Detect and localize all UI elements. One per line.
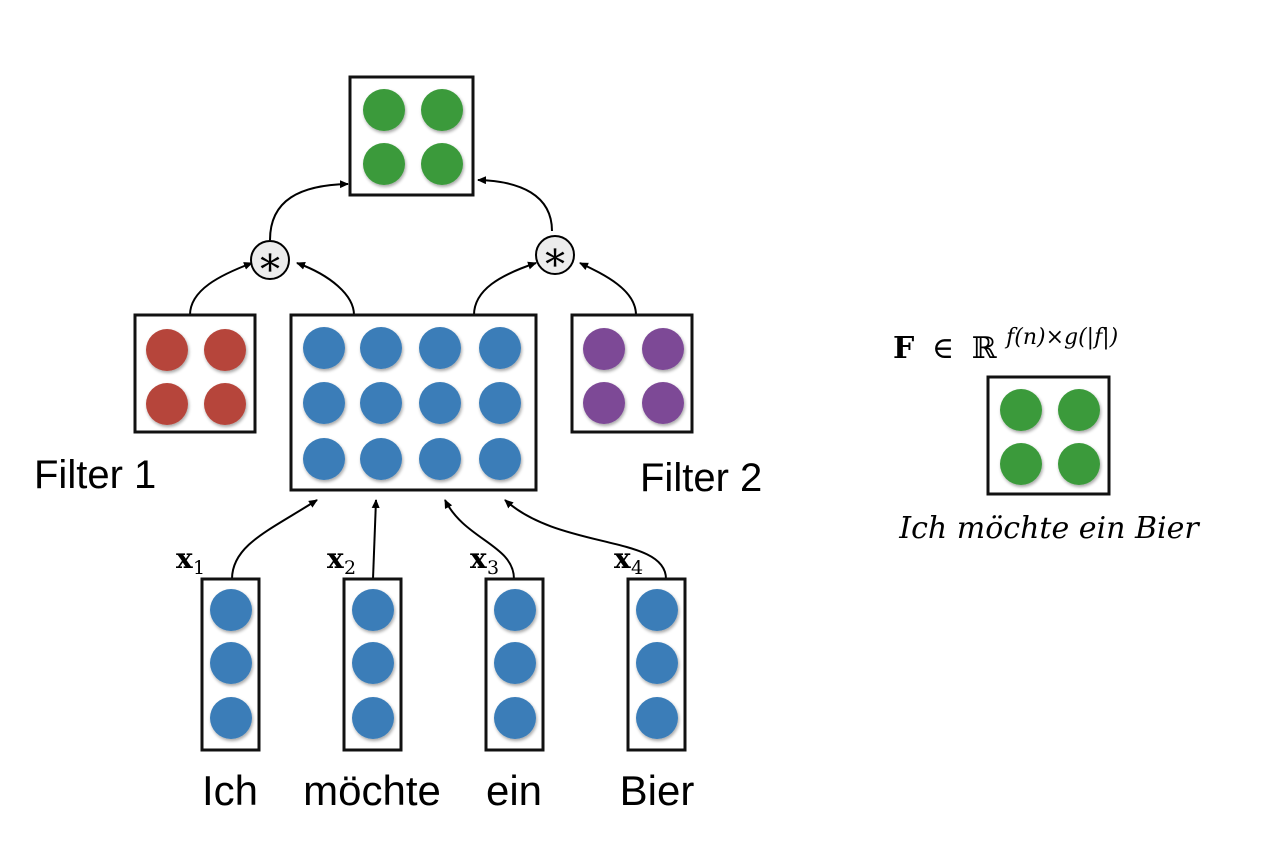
arrow-filter2-to-op2 [579,262,637,316]
input-2-dot-2 [352,642,394,684]
input-4-dot-1 [636,589,678,631]
word-2: möchte [303,767,441,814]
output-dot-2 [421,89,463,131]
arrow-op1-to-output [269,180,349,241]
input-1-dot-1 [210,589,252,631]
sentence-dot-7 [419,382,461,424]
legend-formula: F ∈ ℝ f(n)×g(|f|) [893,325,1118,366]
input-words: Ich möchte ein Bier [202,767,694,814]
input-vector-1: x 1 [176,542,261,752]
output-dot-4 [421,143,463,185]
convolution-op-2-circle [535,235,575,275]
input-1-dot-3 [210,697,252,739]
input-3-dot-3 [494,697,536,739]
filter-2-label: Filter 2 [640,456,762,500]
sentence-dot-9 [303,438,345,480]
convolution-op-2-symbol: ∗ [541,234,568,280]
input-2-dot-3 [352,697,394,739]
filter-2-dot-1 [583,328,625,370]
formula-exponent: f(n)×g(|f|) [1004,325,1118,350]
input-3-dot-2 [494,642,536,684]
arrow-x2-to-hidden [371,499,380,580]
sentence-dot-6 [360,382,402,424]
input-vectors: x 1 x 2 x 3 x 4 [176,542,687,752]
sentence-dot-2 [360,327,402,369]
input-vector-4: x 4 [614,542,687,752]
sentence-dot-10 [360,438,402,480]
convolution-op-2: ∗ [535,234,575,280]
legend-caption: Ich möchte ein Bier [898,511,1200,546]
arrow-x4-to-hidden [504,499,667,580]
sentence-dot-1 [303,327,345,369]
arrow-x1-to-hidden [231,499,318,580]
legend-dot-4 [1058,443,1100,485]
convolution-op-1-symbol: ∗ [256,239,283,285]
output-dot-3 [363,143,405,185]
sentence-dot-5 [303,382,345,424]
input-vector-3-sub: 3 [487,557,499,579]
legend-dot-2 [1058,389,1100,431]
filter-1-label: Filter 1 [34,453,156,497]
filter-2-dot-3 [583,382,625,424]
formula-in: ∈ [932,331,954,366]
input-vector-2-var: x [327,542,344,575]
output-dot-1 [363,89,405,131]
sentence-dot-4 [479,327,521,369]
filter-1-dot-4 [204,383,246,425]
filter-2-dot-2 [642,328,684,370]
input-3-dot-1 [494,589,536,631]
arrow-op2-to-output [477,176,553,232]
arrow-hidden-to-op1 [296,261,355,316]
sentence-matrix [289,313,538,492]
connections [189,176,667,580]
formula-symbol: F [893,331,914,366]
filter-1-dot-1 [146,329,188,371]
sentence-dot-12 [479,438,521,480]
output-matrix [348,75,475,197]
word-3: ein [486,767,542,814]
word-1: Ich [202,767,258,814]
input-1-dot-2 [210,642,252,684]
legend: F ∈ ℝ f(n)×g(|f|) Ich möchte ein Bier [893,325,1200,546]
word-4: Bier [620,767,695,814]
arrow-filter1-to-op1 [189,262,253,316]
input-4-dot-2 [636,642,678,684]
filter-1-dot-3 [146,383,188,425]
filter-1-matrix [133,313,257,434]
input-2-dot-1 [352,589,394,631]
arrow-x3-to-hidden [444,499,515,580]
input-4-dot-3 [636,697,678,739]
input-vector-3: x 3 [470,542,545,752]
arrow-hidden-to-op2 [473,261,537,316]
convolution-op-1: ∗ [250,239,290,285]
input-vector-3-var: x [470,542,487,575]
filter-2-dot-4 [642,382,684,424]
input-vector-4-sub: 4 [631,557,643,579]
input-vector-2-sub: 2 [344,557,356,579]
formula-set: ℝ [972,331,998,366]
input-vector-4-var: x [614,542,631,575]
sentence-dot-11 [419,438,461,480]
input-vector-1-var: x [176,542,193,575]
filter-1-dot-2 [204,329,246,371]
legend-dot-3 [1000,443,1042,485]
filter-2-matrix [570,313,694,434]
legend-dot-1 [1000,389,1042,431]
input-vector-2: x 2 [327,542,403,752]
sentence-dot-3 [419,327,461,369]
sentence-dot-8 [479,382,521,424]
convolution-op-1-circle [250,240,290,280]
input-vector-1-sub: 1 [193,557,205,579]
